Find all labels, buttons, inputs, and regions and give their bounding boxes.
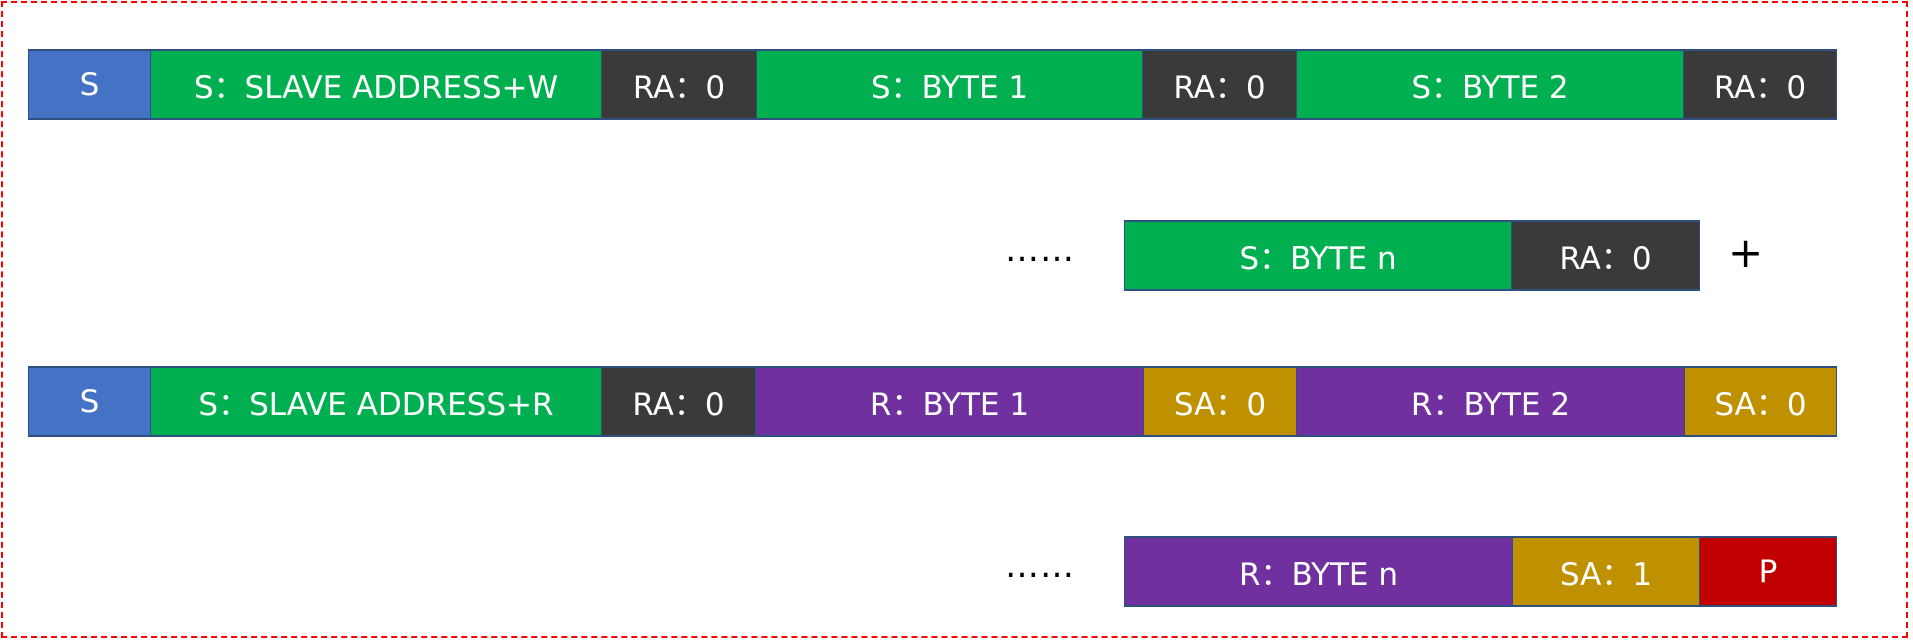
slave-address-read-segment: S：SLAVE ADDRESS+R xyxy=(150,366,602,437)
master-ack-segment: SA：0 xyxy=(1143,366,1297,437)
receiver-ack-segment: RA：0 xyxy=(1142,49,1297,120)
continuation-ellipsis: …… xyxy=(1005,230,1075,270)
send-byte-2-segment: S：BYTE 2 xyxy=(1296,49,1684,120)
start-segment: S xyxy=(28,366,151,437)
start-segment: S xyxy=(28,49,151,120)
master-ack-segment: SA：0 xyxy=(1684,366,1837,437)
receiver-ack-segment: RA：0 xyxy=(1511,220,1700,291)
read-byte-n-segment: R：BYTE n xyxy=(1124,536,1513,607)
master-nack-segment: SA：1 xyxy=(1512,536,1700,607)
stop-segment: P xyxy=(1699,536,1837,607)
continuation-ellipsis: …… xyxy=(1005,546,1075,586)
receiver-ack-segment: RA：0 xyxy=(1683,49,1837,120)
receiver-ack-segment: RA：0 xyxy=(601,49,757,120)
send-byte-1-segment: S：BYTE 1 xyxy=(756,49,1143,120)
send-byte-n-segment: S：BYTE n xyxy=(1124,220,1512,291)
receiver-ack-segment: RA：0 xyxy=(601,366,756,437)
slave-address-write-segment: S：SLAVE ADDRESS+W xyxy=(150,49,602,120)
read-byte-1-segment: R：BYTE 1 xyxy=(755,366,1144,437)
read-byte-2-segment: R：BYTE 2 xyxy=(1296,366,1685,437)
plus-sign: + xyxy=(1728,228,1764,277)
